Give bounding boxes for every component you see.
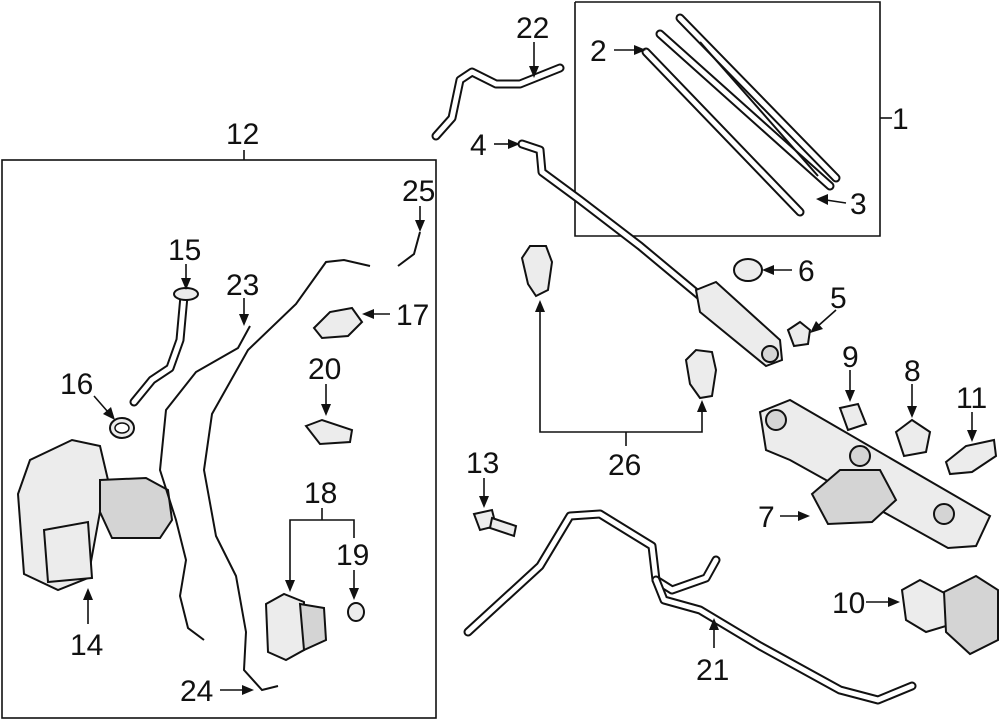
callout-3: 3 [850,188,867,221]
reservoir-cap [312,306,364,340]
washer-hose-23 [158,325,251,641]
callout-19: 19 [336,539,369,572]
callout-22: 22 [516,12,549,45]
callout-leaders [83,42,977,695]
wiper-motor [900,574,999,656]
pivot-cap [733,258,763,282]
callout-17: 17 [396,299,429,332]
callout-15: 15 [168,234,201,267]
level-sensor [304,418,354,446]
washer-hose-21 [463,509,917,705]
callout-23: 23 [226,269,259,302]
callout-21: 21 [696,654,729,687]
washer-nozzle-upper [520,245,554,298]
callout-13: 13 [466,447,499,480]
callout-1: 1 [892,103,909,136]
washer-hose-22 [431,63,565,141]
washer-hose-25 [397,231,421,267]
washer-reservoir-group-box [1,159,437,719]
washer-hose-24 [202,258,371,692]
callout-16: 16 [60,368,93,401]
callout-14: 14 [70,629,103,662]
pump-grommet [347,602,365,622]
washer-nozzle-lower [684,348,718,400]
washer-pump [264,592,328,662]
callout-6: 6 [798,255,815,288]
callout-7: 7 [758,501,775,534]
mounting-bolt [472,508,518,538]
washer-reservoir [16,438,174,592]
callout-2: 2 [590,35,607,68]
grommet-8 [894,418,932,458]
callout-8: 8 [904,355,921,388]
callout-24: 24 [180,675,213,708]
callout-26: 26 [608,449,641,482]
callout-11: 11 [956,382,987,415]
arm-nut [786,320,812,348]
callout-12: 12 [226,118,259,151]
callout-18: 18 [304,477,337,510]
callout-9: 9 [842,341,859,374]
bracket-11 [944,438,998,476]
wiper-arm [517,139,784,368]
callout-5: 5 [830,282,847,315]
filler-neck [129,287,199,407]
bracket-9 [838,402,868,432]
wiper-blade-assembly [641,13,841,217]
callout-4: 4 [470,129,487,162]
callout-10: 10 [832,587,865,620]
wiper-linkage [758,398,992,550]
callout-20: 20 [308,353,341,386]
wiper-blade-group-box [574,1,881,237]
callout-25: 25 [402,175,435,208]
